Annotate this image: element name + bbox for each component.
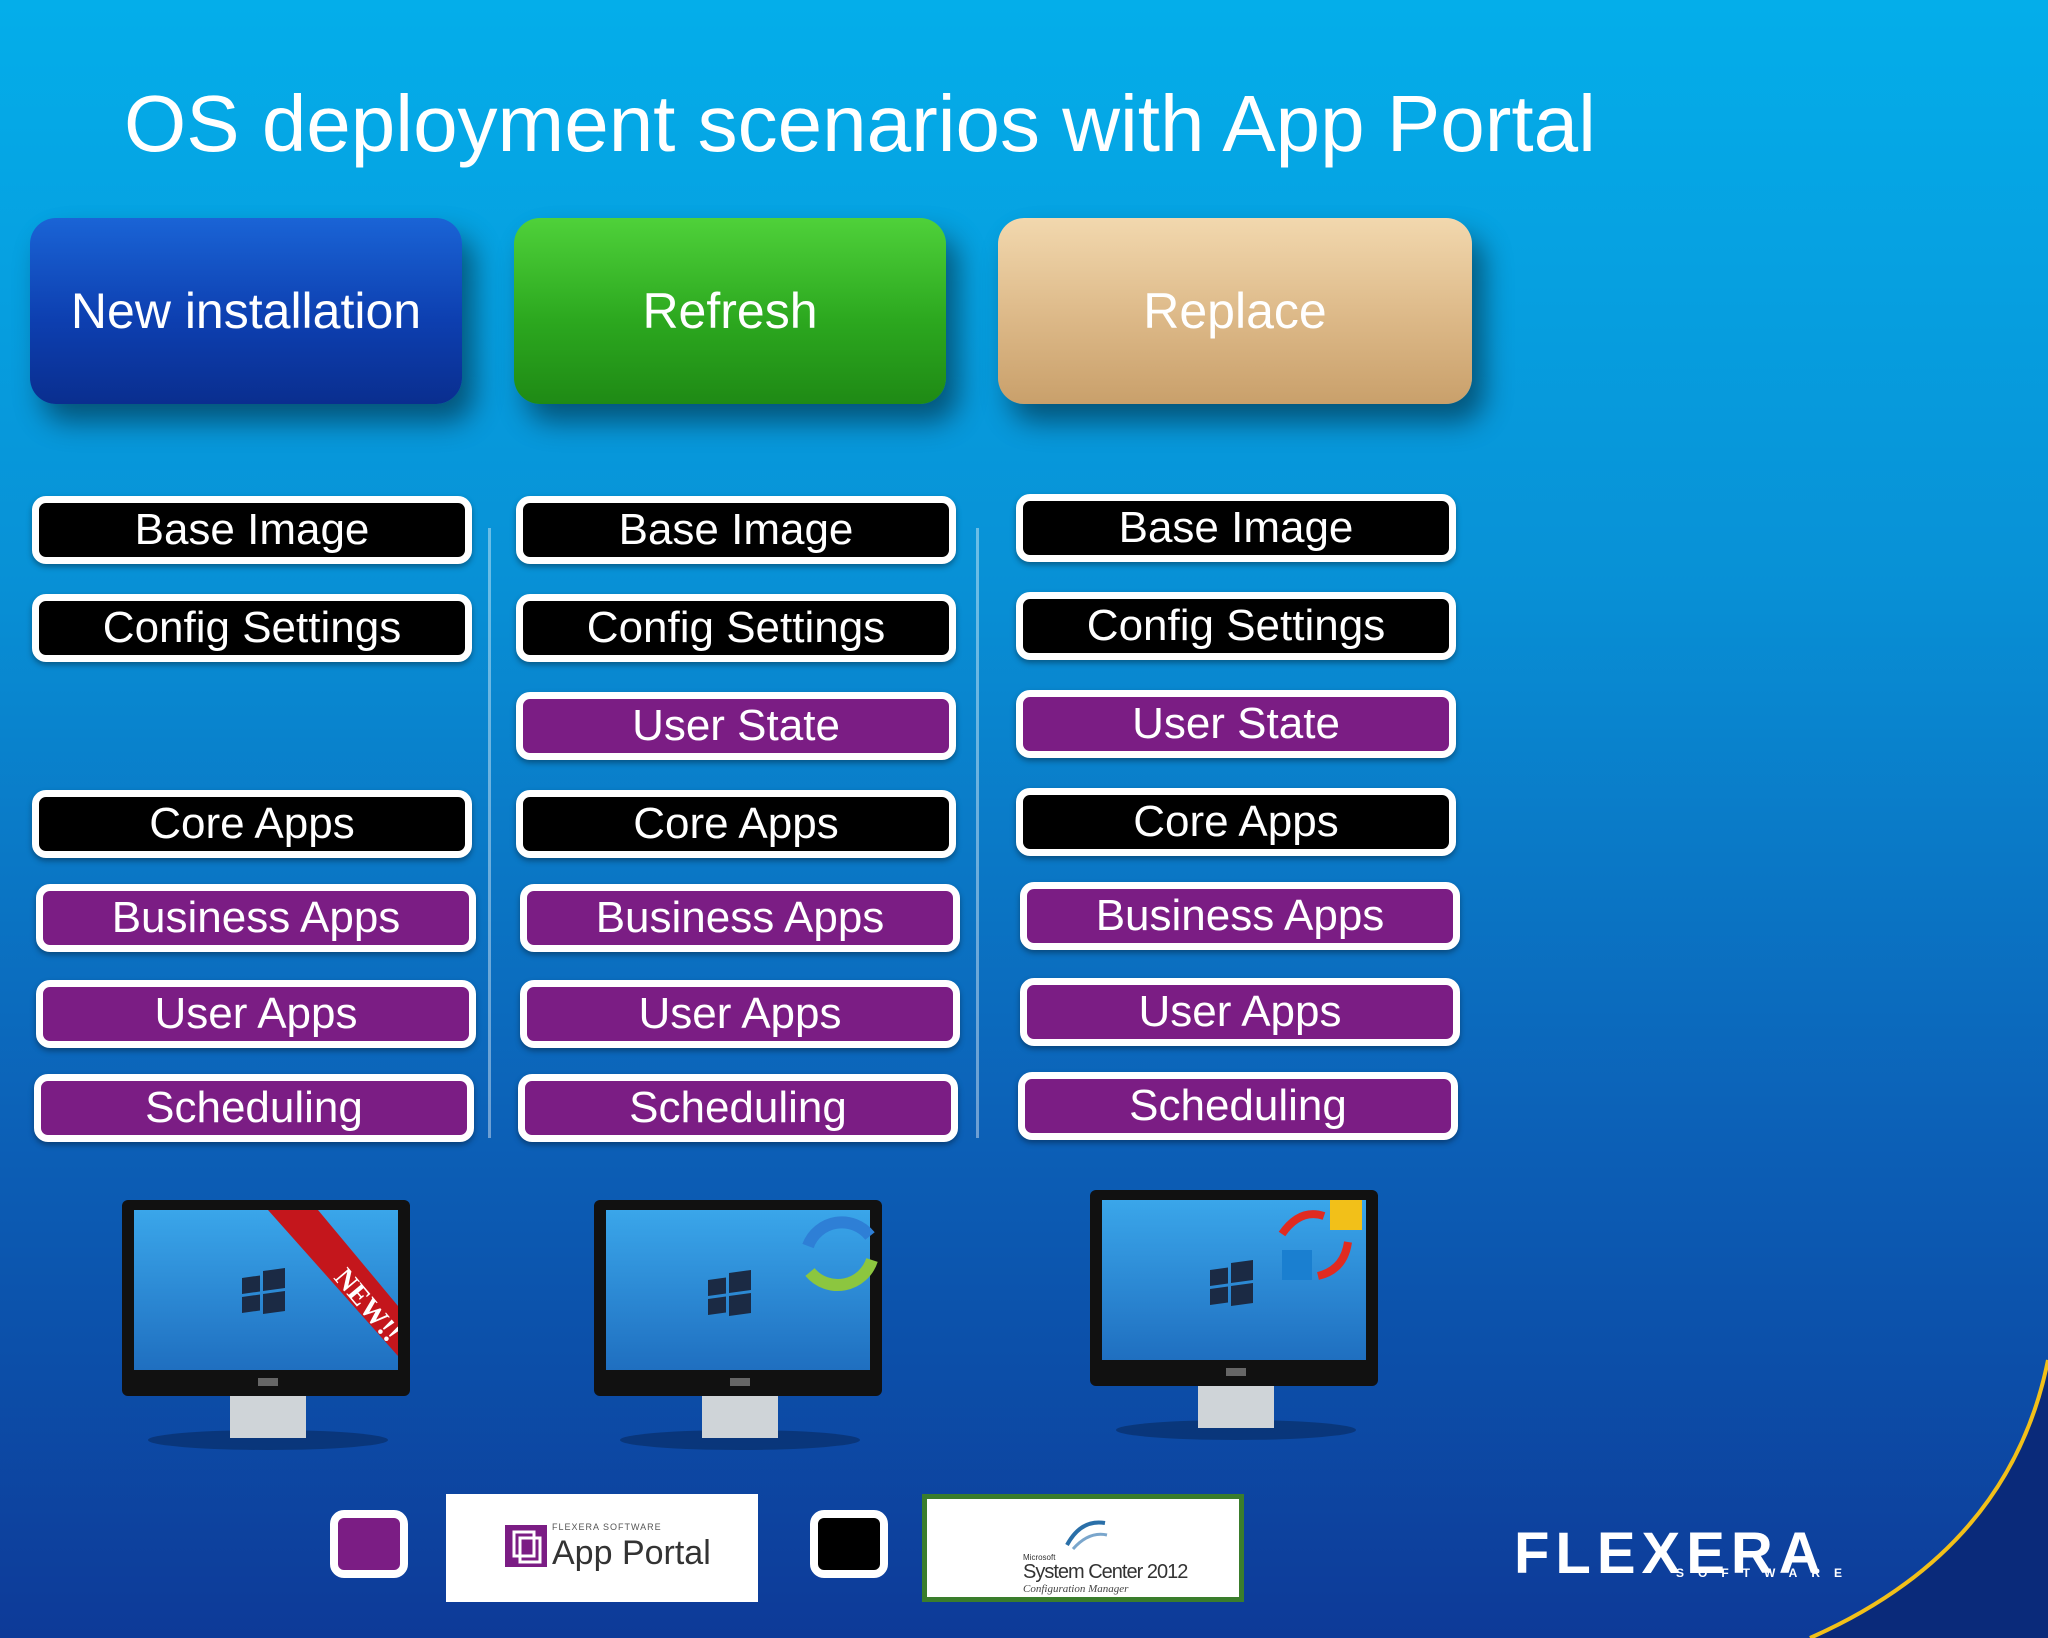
column-divider — [488, 528, 491, 1138]
system-center-logo: Microsoft System Center 2012 Configurati… — [922, 1494, 1244, 1602]
layer-business-apps: Business Apps — [1020, 882, 1460, 950]
legend-swatch-black — [810, 1510, 888, 1578]
column-divider — [976, 528, 979, 1138]
header-label: Refresh — [642, 283, 818, 339]
system-center-icon — [1065, 1520, 1108, 1551]
app-portal-brand: FLEXERA SOFTWARE — [552, 1522, 662, 1532]
header-label: New installation — [70, 283, 422, 339]
footer-swoosh — [1809, 1359, 2048, 1638]
layer-base-image: Base Image — [32, 496, 472, 564]
layer-user-apps: User Apps — [1020, 978, 1460, 1046]
layer-config-settings: Config Settings — [1016, 592, 1456, 660]
layer-user-state: User State — [516, 692, 956, 760]
header-new-installation[interactable]: New installation — [30, 218, 462, 404]
layer-config-settings: Config Settings — [32, 594, 472, 662]
flexera-logo: FLEXERA — [1514, 1521, 1827, 1586]
legend-swatch-purple — [330, 1510, 408, 1578]
layer-business-apps: Business Apps — [520, 884, 960, 952]
header-replace[interactable]: Replace — [998, 218, 1472, 404]
header-label: Replace — [1143, 283, 1327, 339]
layer-business-apps: Business Apps — [36, 884, 476, 952]
layer-core-apps: Core Apps — [32, 790, 472, 858]
monitor-new-icon: NEW!! — [122, 1200, 410, 1450]
layer-scheduling: Scheduling — [518, 1074, 958, 1142]
layer-scheduling: Scheduling — [1018, 1072, 1458, 1140]
app-portal-logo: FLEXERA SOFTWARE App Portal — [446, 1494, 758, 1602]
layer-scheduling: Scheduling — [34, 1074, 474, 1142]
layer-core-apps: Core Apps — [516, 790, 956, 858]
monitor-replace-icon — [1090, 1190, 1378, 1440]
system-center-sub: Configuration Manager — [1023, 1583, 1129, 1595]
app-portal-icon — [505, 1525, 547, 1567]
layer-core-apps: Core Apps — [1016, 788, 1456, 856]
header-refresh[interactable]: Refresh — [514, 218, 946, 404]
layer-config-settings: Config Settings — [516, 594, 956, 662]
monitor-refresh-icon — [594, 1200, 882, 1450]
layer-user-apps: User Apps — [520, 980, 960, 1048]
system-center-text: System Center 2012 — [1023, 1561, 1188, 1583]
layer-user-state: User State — [1016, 690, 1456, 758]
slide-title: OS deployment scenarios with App Portal — [124, 79, 1596, 168]
layer-user-apps: User Apps — [36, 980, 476, 1048]
layer-base-image: Base Image — [1016, 494, 1456, 562]
app-portal-text: App Portal — [552, 1534, 711, 1572]
flexera-logo-sub: SOFTWARE — [1676, 1566, 1856, 1580]
layer-base-image: Base Image — [516, 496, 956, 564]
system-center-brand: Microsoft — [1023, 1553, 1056, 1562]
